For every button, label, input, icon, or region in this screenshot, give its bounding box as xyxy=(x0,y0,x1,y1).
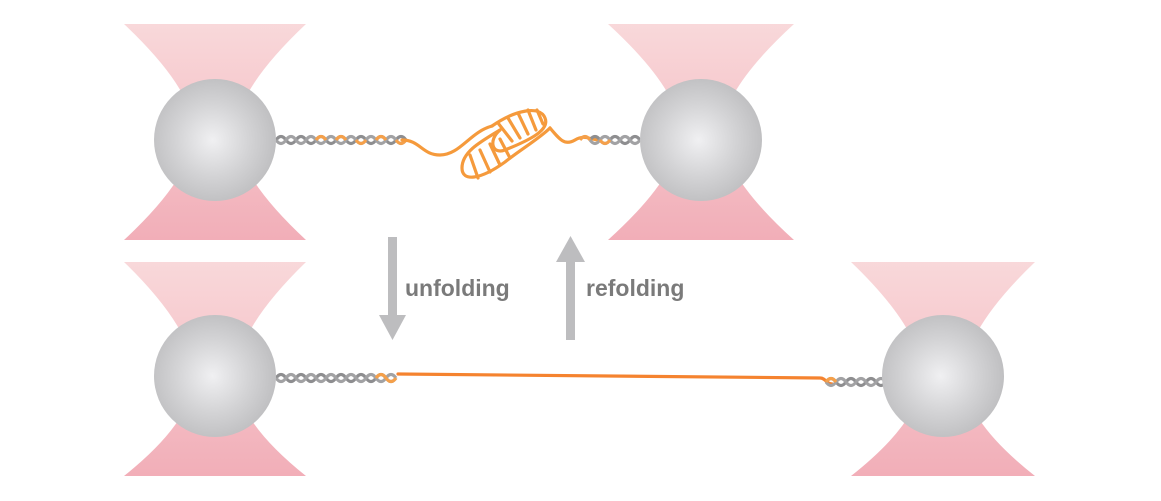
dna-handle-right-top xyxy=(578,134,642,146)
dna-handle-left-bottom xyxy=(274,372,398,384)
bead-right-bottom xyxy=(882,315,1004,437)
bead-left-top xyxy=(154,79,276,201)
unfolded-state xyxy=(124,262,1035,476)
refolding-arrow xyxy=(556,236,585,340)
protein-folded xyxy=(400,108,602,180)
bead-left-bottom xyxy=(154,315,276,437)
bead-right-top xyxy=(640,79,762,201)
dna-handle-left-top xyxy=(274,134,408,146)
protein-unfolded xyxy=(396,372,834,386)
unfolding-label: unfolding xyxy=(405,275,510,301)
unfolding-arrow xyxy=(379,237,406,340)
dna-handle-right-bottom xyxy=(824,376,888,388)
folded-state xyxy=(124,24,794,240)
refolding-label: refolding xyxy=(586,275,684,301)
